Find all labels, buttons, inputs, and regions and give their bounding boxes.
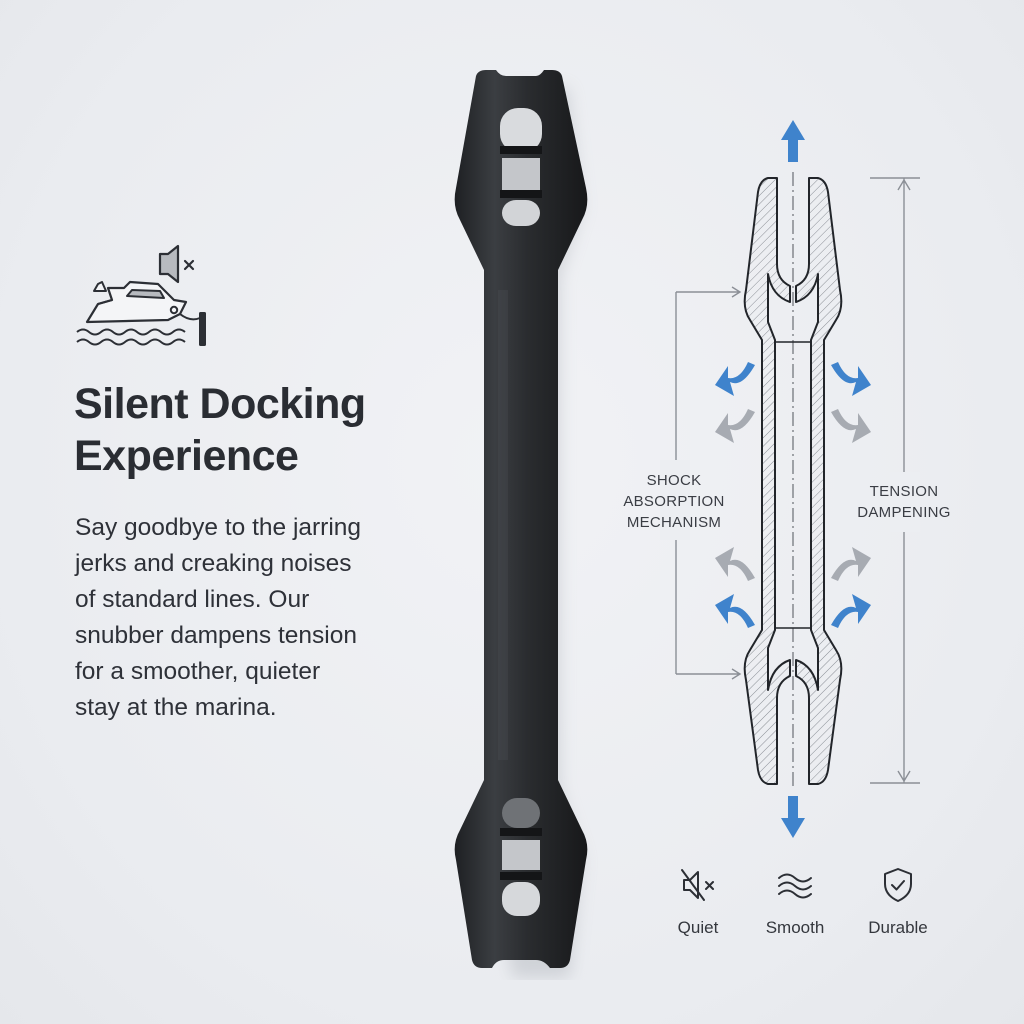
headline-line-2: Experience: [74, 432, 299, 480]
description-line: of standard lines. Our: [75, 586, 310, 613]
feature-label: Quiet: [677, 918, 719, 937]
description-line: Say goodbye to the jarring: [75, 514, 362, 541]
feature-durable: Durable: [848, 866, 948, 938]
description-line: stay at the marina.: [75, 694, 277, 721]
waves-icon: [778, 873, 812, 899]
headline-line-1: Silent Docking: [74, 380, 366, 428]
description-line: snubber dampens tension: [75, 622, 357, 649]
description-line: for a smoother, quieter: [75, 658, 321, 685]
description-text: Say goodbye to the jarring jerks and cre…: [75, 510, 435, 726]
headline: Silent Docking Experience: [74, 378, 434, 482]
snubber-product-image: [454, 70, 588, 978]
feature-quiet: Quiet: [648, 866, 748, 938]
description-line: jerks and creaking noises: [75, 550, 352, 577]
tension-down-arrow: [781, 796, 805, 838]
shield-check-icon: [884, 868, 912, 902]
tension-up-arrow: [781, 120, 805, 162]
feature-list: Quiet Smooth Durable: [660, 866, 940, 946]
feature-label: Smooth: [765, 918, 825, 937]
shock-absorption-label: SHOCK ABSORPTION MECHANISM: [623, 472, 725, 531]
feature-label: Durable: [868, 918, 928, 937]
feature-smooth: Smooth: [745, 866, 845, 938]
tension-dampening-label: TENSION DAMPENING: [857, 483, 951, 521]
boat-docking-muted-icon: [76, 244, 206, 346]
cross-section-diagram: [660, 120, 920, 838]
muted-speaker-icon: [681, 869, 714, 901]
